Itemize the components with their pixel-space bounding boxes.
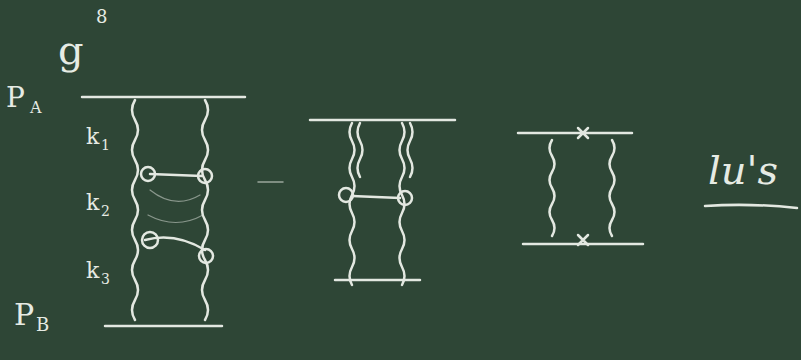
momentum-symbol: k [86,126,99,148]
cross-mark [578,235,588,245]
gluon-line [350,123,355,285]
momentum-symbol: P [14,300,34,330]
subscript: B [36,316,49,334]
proton-line [82,96,245,99]
momentum-symbol: P [6,84,25,112]
subscript: 3 [101,272,110,286]
momentum-symbol: k [86,260,99,282]
dash [258,181,283,183]
momentum-symbol: k [86,192,99,214]
proton-line [310,119,455,122]
subscript: A [30,100,42,116]
proton-line [105,325,222,328]
vertex-blob [198,169,212,183]
gluon-line [610,140,615,236]
rung [352,196,400,198]
shading [148,215,203,223]
subscript: 1 [101,138,110,152]
coupling-symbol: g [58,30,84,70]
shading [150,190,200,201]
gluon-line [358,123,363,177]
vertex-blob [398,191,412,205]
gluon-line [202,100,208,320]
gluon-line [408,123,413,177]
gluon-line [550,140,555,236]
rung [150,174,202,176]
proton-line [335,279,420,282]
gluon-line [132,100,138,320]
underline [705,205,797,208]
subscript: 2 [101,204,110,218]
vertex-blob [141,167,155,181]
vertex-blob [339,188,353,202]
vertex-blob [142,232,158,248]
proton-line [523,243,643,246]
vertex-blob [199,249,213,263]
cross-mark [578,128,588,138]
proton-line [518,132,632,135]
exponent: 8 [96,8,107,26]
note-text: lu's [708,150,778,190]
